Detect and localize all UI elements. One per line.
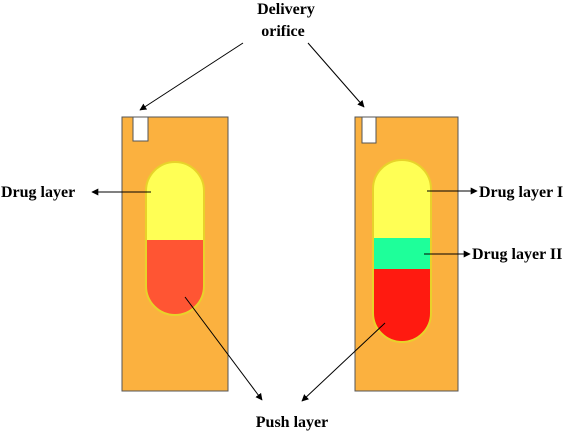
leader-lines [91,42,478,402]
delivery-orifice-label-line1: Delivery [257,1,315,18]
right-drug-layer-2-region [373,238,431,269]
orifice-arrow-right [307,42,365,108]
drug-layer-label: Drug layer [1,184,75,201]
push-layer-arrow-right [301,322,386,402]
drug-layer-1-label: Drug layer I [479,184,563,201]
left-drug-layer-region [146,162,204,240]
left-push-layer-region [146,240,204,315]
delivery-orifice-label-line2: orifice [261,23,305,40]
push-layer-arrow-left [184,296,263,401]
orifice-arrow-left [139,42,244,111]
right-drug-layer-1-region [373,160,431,238]
drug-layer-2-label: Drug layer II [472,246,562,263]
left-delivery-orifice [132,116,149,142]
right-push-layer-region [373,269,431,342]
right-capsule [373,160,431,342]
right-tablet [354,116,459,392]
left-capsule [146,162,204,315]
left-capsule-outline [145,161,205,316]
push-layer-label: Push layer [256,414,328,431]
right-capsule-outline [372,159,432,343]
left-tablet [121,116,229,392]
right-delivery-orifice [361,116,377,144]
